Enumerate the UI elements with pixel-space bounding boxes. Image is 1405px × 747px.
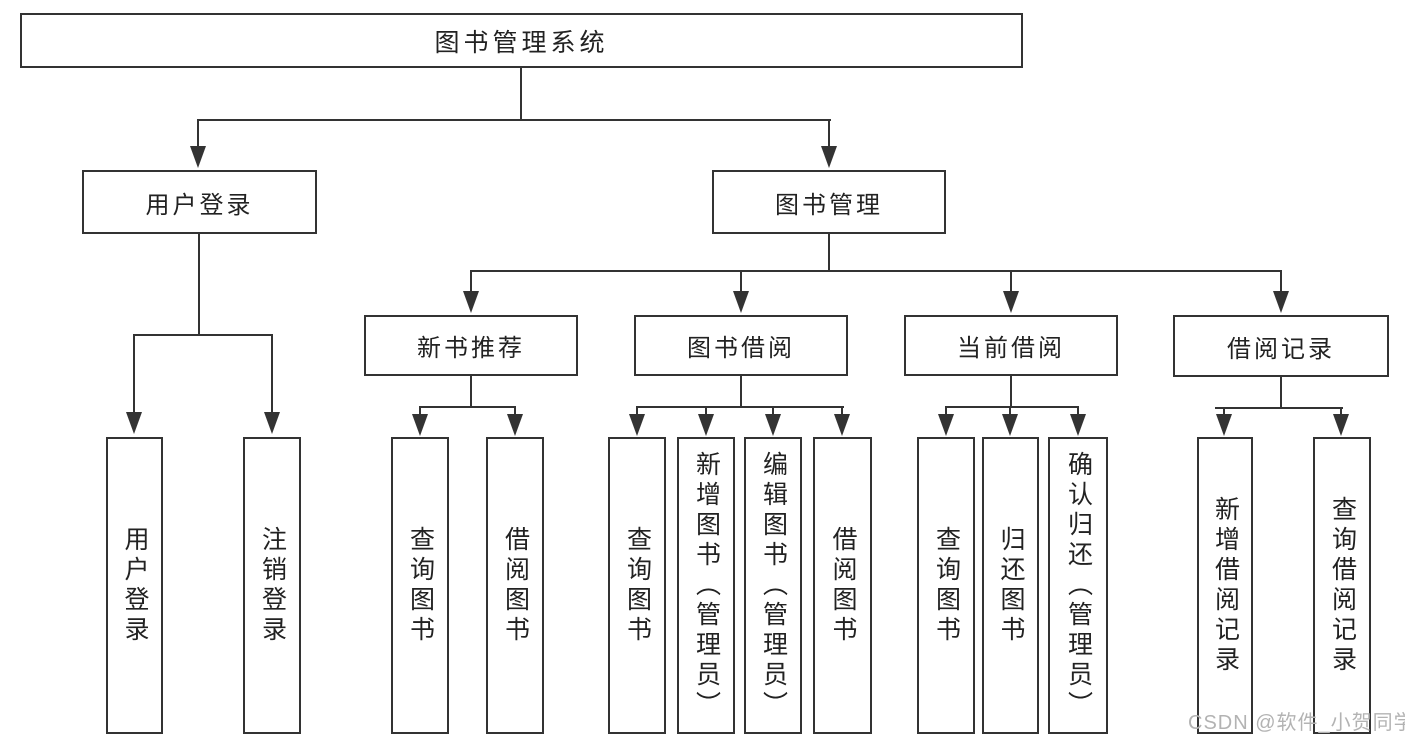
connector-line [470,270,472,293]
connector-line [198,233,200,336]
connector-line [133,334,135,414]
leaf-label: 借阅图书 [829,525,857,646]
arrow-down-icon [412,414,428,436]
connector-line [470,376,472,408]
leaf-label: 归还图书 [997,525,1025,646]
connector-line [841,406,843,416]
connector-line [1010,376,1012,408]
node-label: 当前借阅 [957,335,1065,362]
connector-line [520,68,522,120]
connector-line [1340,407,1342,416]
connector-line [1009,406,1011,416]
connector-line [945,406,947,416]
arrow-down-icon [733,291,749,313]
arrow-down-icon [1216,414,1232,436]
leaf-borrow-book: 借阅图书 [813,437,872,734]
node-label: 图书管理 [775,191,883,219]
arrow-down-icon [190,146,206,168]
connector-line [636,406,844,408]
leaf-label: 查询图书 [406,525,435,646]
leaf-label: 新增图书（管理员） [692,450,721,721]
arrow-down-icon [938,414,954,436]
arrow-down-icon [1003,291,1019,313]
leaf-query-book: 查询图书 [608,437,666,734]
connector-line [197,119,199,152]
csdn-watermark: CSDN @软件_小贺同学 [1188,712,1405,734]
connector-line [470,270,1282,272]
arrow-down-icon [821,146,837,168]
arrow-down-icon [126,412,142,434]
leaf-label: 用户登录 [121,525,149,646]
connector-line [1215,407,1343,409]
leaf-query-book: 查询图书 [917,437,975,734]
connector-line [197,119,831,121]
leaf-label: 查询图书 [932,525,961,646]
arrow-down-icon [507,414,523,436]
arrow-down-icon [834,414,850,436]
leaf-label: 查询图书 [623,525,652,646]
connector-line [514,406,516,416]
leaf-return-book: 归还图书 [982,437,1039,734]
leaf-label: 编辑图书（管理员） [759,450,788,721]
connector-line [945,406,1079,408]
node-library-management-system: 图书管理系统 [20,13,1023,68]
node-borrow-records: 借阅记录 [1173,315,1389,377]
leaf-label: 新增借阅记录 [1211,495,1240,676]
arrow-down-icon [698,414,714,436]
leaf-query-borrow-record: 查询借阅记录 [1313,437,1371,734]
arrow-down-icon [1002,414,1018,436]
node-label: 图书借阅 [687,335,795,362]
node-label: 用户登录 [145,191,254,219]
leaf-logout: 注销登录 [243,437,301,734]
arrow-down-icon [1070,414,1086,436]
connector-line [828,119,830,152]
connector-line [772,406,774,416]
node-book-borrow: 图书借阅 [634,315,848,376]
leaf-add-borrow-record: 新增借阅记录 [1197,437,1253,734]
leaf-confirm-return-admin: 确认归还（管理员） [1048,437,1108,734]
connector-line [419,406,516,408]
arrow-down-icon [765,414,781,436]
arrow-down-icon [463,291,479,313]
node-label: 图书管理系统 [434,28,609,57]
connector-line [705,406,707,416]
connector-line [1077,406,1079,416]
node-current-borrow: 当前借阅 [904,315,1118,376]
connector-line [740,270,742,293]
connector-line [636,406,638,416]
connector-line [1280,377,1282,408]
leaf-borrow-book: 借阅图书 [486,437,544,734]
leaf-label: 确认归还（管理员） [1064,450,1093,721]
leaf-edit-book-admin: 编辑图书（管理员） [744,437,802,734]
arrow-down-icon [1333,414,1349,436]
connector-line [828,234,830,272]
connector-line [740,376,742,408]
arrow-down-icon [629,414,645,436]
node-label: 借阅记录 [1227,335,1335,363]
arrow-down-icon [264,412,280,434]
leaf-user-login: 用户登录 [106,437,163,734]
leaf-add-book-admin: 新增图书（管理员） [677,437,735,734]
leaf-label: 查询借阅记录 [1328,495,1357,676]
connector-line [1280,270,1282,293]
node-user-login: 用户登录 [82,170,317,234]
node-book-management: 图书管理 [712,170,946,234]
leaf-label: 注销登录 [258,525,287,646]
connector-line [1010,270,1012,293]
node-new-book-recommend: 新书推荐 [364,315,578,376]
node-label: 新书推荐 [417,335,525,362]
connector-line [133,334,273,336]
connector-line [1223,407,1225,416]
leaf-label: 借阅图书 [501,525,530,646]
leaf-query-book: 查询图书 [391,437,449,734]
connector-line [419,406,421,416]
arrow-down-icon [1273,291,1289,313]
connector-line [271,334,273,414]
